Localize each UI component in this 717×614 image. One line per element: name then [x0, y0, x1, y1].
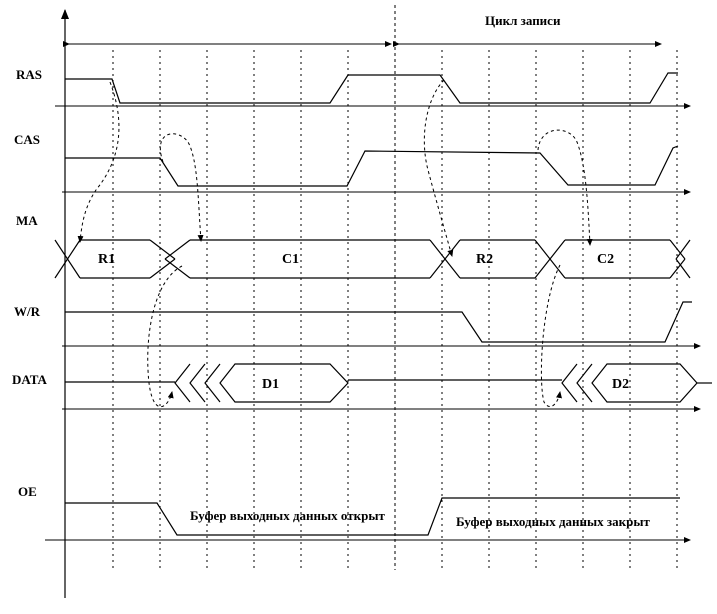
ma-label: MA	[16, 213, 38, 228]
ras-label: RAS	[16, 67, 42, 82]
causal-arrows	[77, 79, 593, 407]
oe-buffer-open-label: Буфер выходных данных открыт	[190, 508, 386, 523]
oe-waveform	[65, 497, 680, 536]
data-valid-d1	[174, 363, 349, 403]
cas-waveform	[65, 145, 679, 187]
write-cycle-label: Цикл записи	[485, 13, 561, 28]
wr-waveform	[65, 301, 692, 343]
ras-waveform	[65, 72, 678, 104]
data-segment-d2: D2	[612, 377, 629, 392]
wr-label: W/R	[14, 304, 41, 319]
ma-waveform	[54, 239, 691, 279]
ma-segment-r1: R1	[98, 252, 115, 267]
data-valid-d2	[561, 363, 698, 403]
ma-segment-c2: C2	[597, 252, 614, 267]
ma-segment-r2: R2	[476, 252, 493, 267]
oe-buffer-closed-label: Буфер выходных данных закрыт	[456, 514, 651, 529]
oe-label: OE	[18, 484, 37, 499]
cas-label: CAS	[14, 132, 40, 147]
data-segment-d1: D1	[262, 377, 279, 392]
grid-lines	[112, 5, 678, 570]
ma-segment-c1: C1	[282, 252, 299, 267]
data-label: DATA	[12, 372, 48, 387]
